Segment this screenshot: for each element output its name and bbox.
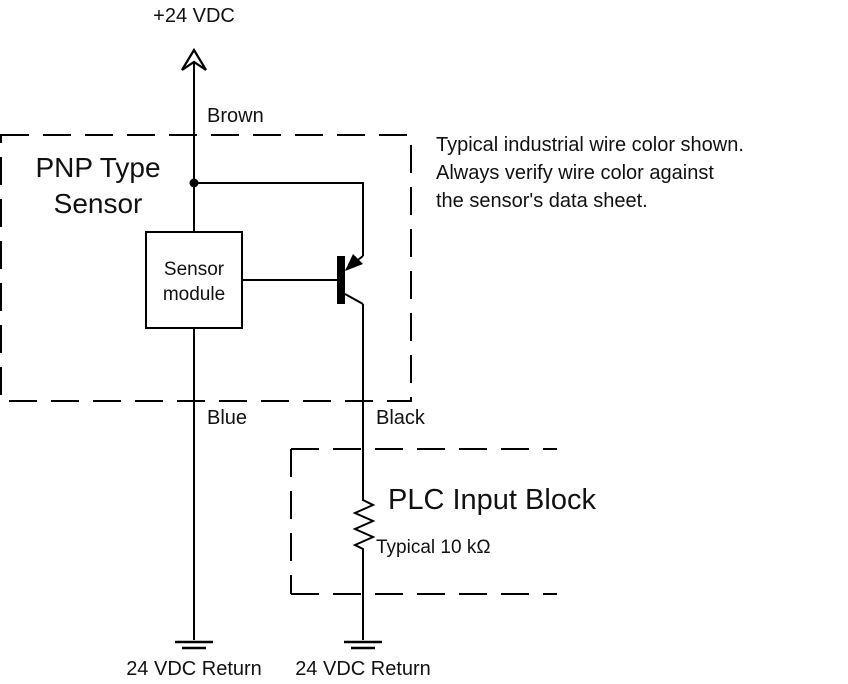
brown-wire-label: Brown	[207, 105, 264, 127]
pnp-transistor-icon	[337, 254, 364, 305]
ground-left-icon	[175, 640, 213, 650]
sensor-module-box	[145, 231, 243, 329]
sensor-title-line2: Sensor	[54, 188, 143, 219]
plc-title: PLC Input Block	[388, 484, 596, 516]
ground-left-label: 24 VDC Return	[126, 658, 262, 680]
sensor-title-line1: PNP Type	[35, 152, 160, 183]
sensor-module-line1: Sensor	[164, 259, 225, 280]
sensor-enclosure	[0, 134, 412, 402]
emitter-wire	[194, 182, 364, 256]
supply-label: +24 VDC	[153, 5, 235, 27]
note-line1: Typical industrial wire color shown.	[436, 134, 744, 156]
note-line3: the sensor's data sheet.	[436, 190, 648, 212]
resistor-icon	[352, 490, 376, 640]
black-wire-label: Black	[376, 407, 426, 429]
ground-right-label: 24 VDC Return	[295, 658, 431, 680]
ground-right-icon	[344, 640, 382, 650]
blue-wire-label: Blue	[207, 407, 247, 429]
resistor-label: Typical 10 kΩ	[376, 537, 491, 558]
sensor-module-line2: module	[163, 284, 225, 305]
note-line2: Always verify wire color against	[436, 162, 714, 184]
plc-enclosure	[290, 448, 557, 595]
